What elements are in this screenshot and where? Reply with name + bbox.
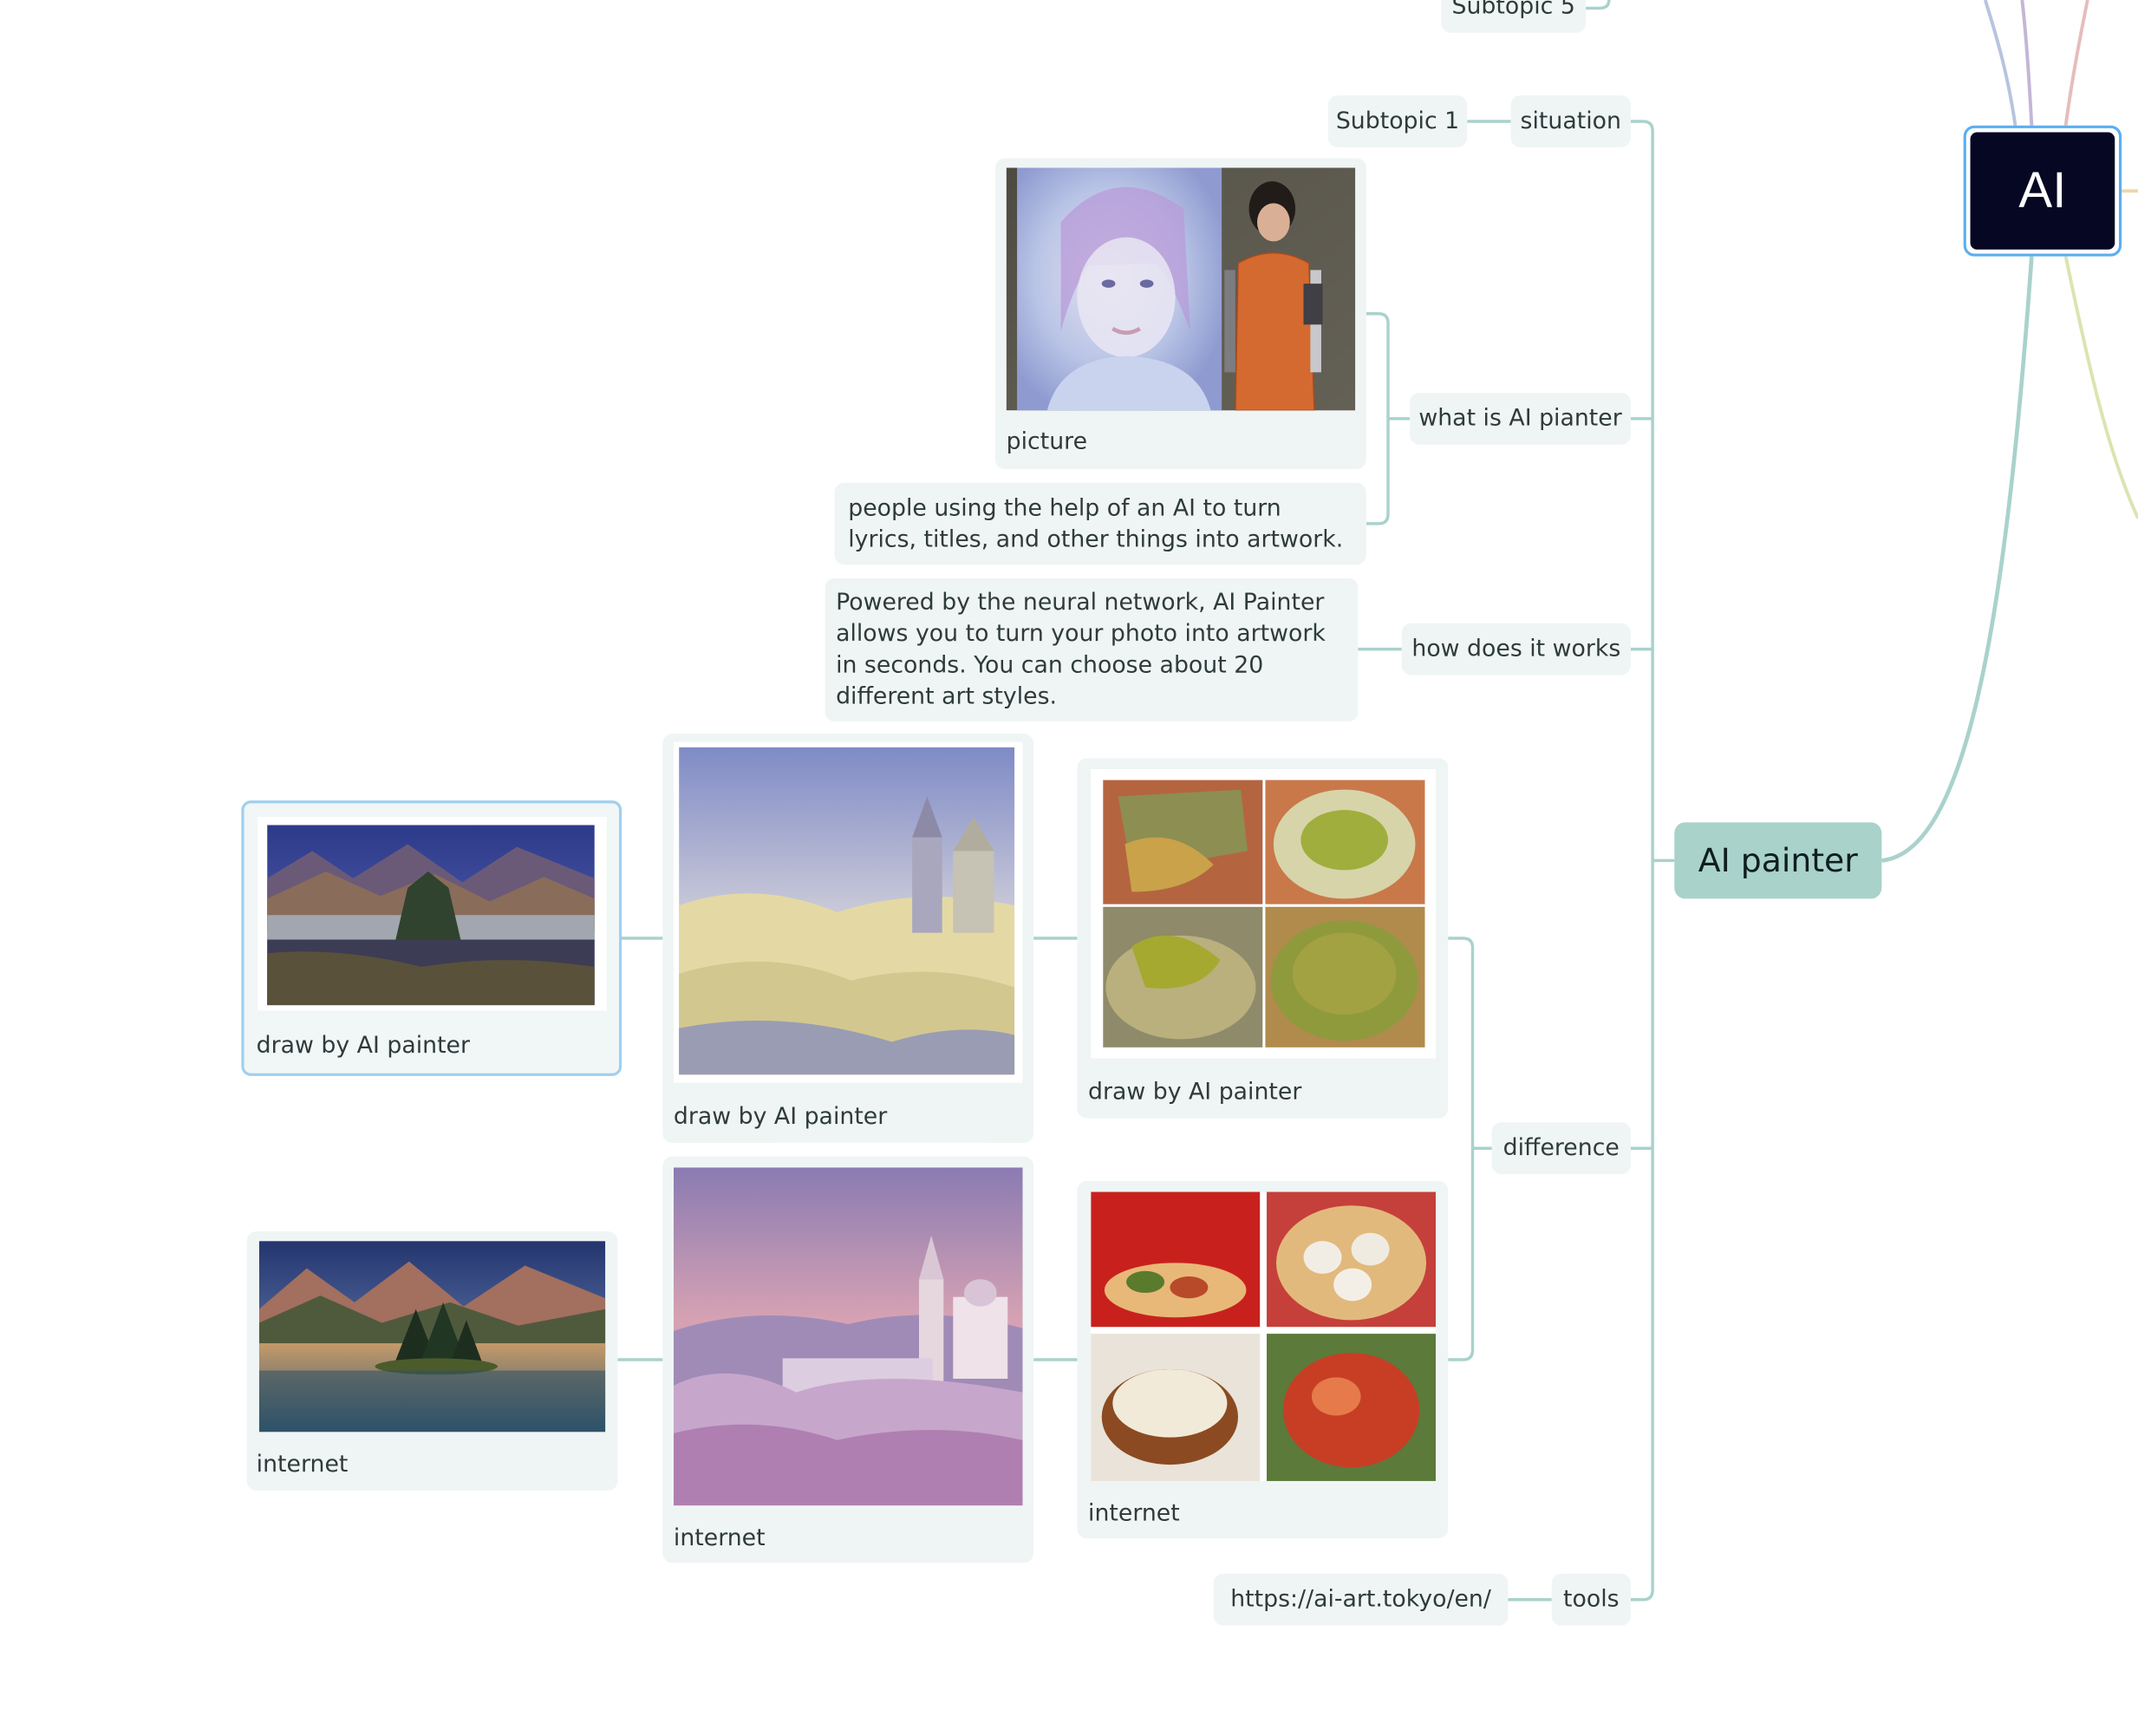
- topic-difference-label: difference: [1502, 1134, 1620, 1162]
- internet-food-card[interactable]: internet: [1077, 1180, 1449, 1539]
- picture-card[interactable]: picture: [995, 158, 1366, 470]
- ai-food-card[interactable]: draw by AI painter: [1077, 758, 1449, 1119]
- painted-mountain-lake-image: [257, 817, 607, 1011]
- topic-what-is[interactable]: what is AI pianter: [1410, 392, 1631, 445]
- internet-lake-caption: internet: [256, 1451, 349, 1478]
- subtopic-5-node[interactable]: Subtopic 5: [1441, 0, 1587, 33]
- internet-food-caption: internet: [1088, 1499, 1180, 1528]
- robot-portrait-image: [1006, 167, 1356, 411]
- internet-church-card[interactable]: internet: [662, 1156, 1034, 1563]
- how-it-works-description[interactable]: Powered by the neural network, AI Painte…: [825, 578, 1359, 721]
- ai-food-caption: draw by AI painter: [1088, 1079, 1302, 1106]
- ai-church-caption: draw by AI painter: [673, 1103, 888, 1131]
- tools-link-text[interactable]: https://ai-art.tokyo/en/: [1230, 1586, 1491, 1614]
- subtopic-1-node[interactable]: Subtopic 1: [1327, 95, 1468, 147]
- topic-how-it-works-label: how does it works: [1411, 635, 1621, 663]
- central-topic-label: AI: [1970, 132, 2115, 250]
- topic-situation-label: situation: [1520, 108, 1621, 135]
- central-topic[interactable]: AI: [1963, 125, 2122, 257]
- ai-lake-card[interactable]: draw by AI painter: [241, 800, 622, 1076]
- how-it-works-description-text: Powered by the neural network, AI Painte…: [836, 589, 1326, 711]
- subtopic-1-label: Subtopic 1: [1335, 108, 1460, 135]
- topic-tools-label: tools: [1563, 1586, 1620, 1614]
- winter-church-photo-image: [673, 1167, 1023, 1506]
- tools-link-node[interactable]: https://ai-art.tokyo/en/: [1213, 1573, 1509, 1626]
- topic-how-it-works[interactable]: how does it works: [1401, 623, 1631, 675]
- what-is-description-text: people using the help of an AI to turn l…: [848, 494, 1344, 554]
- internet-lake-card[interactable]: internet: [246, 1231, 618, 1491]
- picture-caption: picture: [1006, 427, 1088, 456]
- internet-church-caption: internet: [673, 1524, 766, 1552]
- food-collage-photo-image: [1091, 1191, 1437, 1481]
- ai-church-card[interactable]: draw by AI painter: [662, 734, 1034, 1143]
- ai-lake-caption: draw by AI painter: [256, 1032, 471, 1060]
- mountain-lake-photo-image: [258, 1241, 606, 1433]
- topic-difference[interactable]: difference: [1491, 1122, 1631, 1175]
- what-is-description[interactable]: people using the help of an AI to turn l…: [834, 482, 1366, 565]
- subtopic-5-label: Subtopic 5: [1451, 0, 1575, 21]
- main-topic-ai-painter[interactable]: AI painter: [1674, 822, 1882, 899]
- painted-winter-church-image: [673, 741, 1023, 1083]
- topic-what-is-label: what is AI pianter: [1418, 405, 1622, 433]
- topic-situation[interactable]: situation: [1510, 95, 1631, 147]
- painted-food-collage-image: [1091, 769, 1437, 1059]
- topic-tools[interactable]: tools: [1551, 1573, 1631, 1626]
